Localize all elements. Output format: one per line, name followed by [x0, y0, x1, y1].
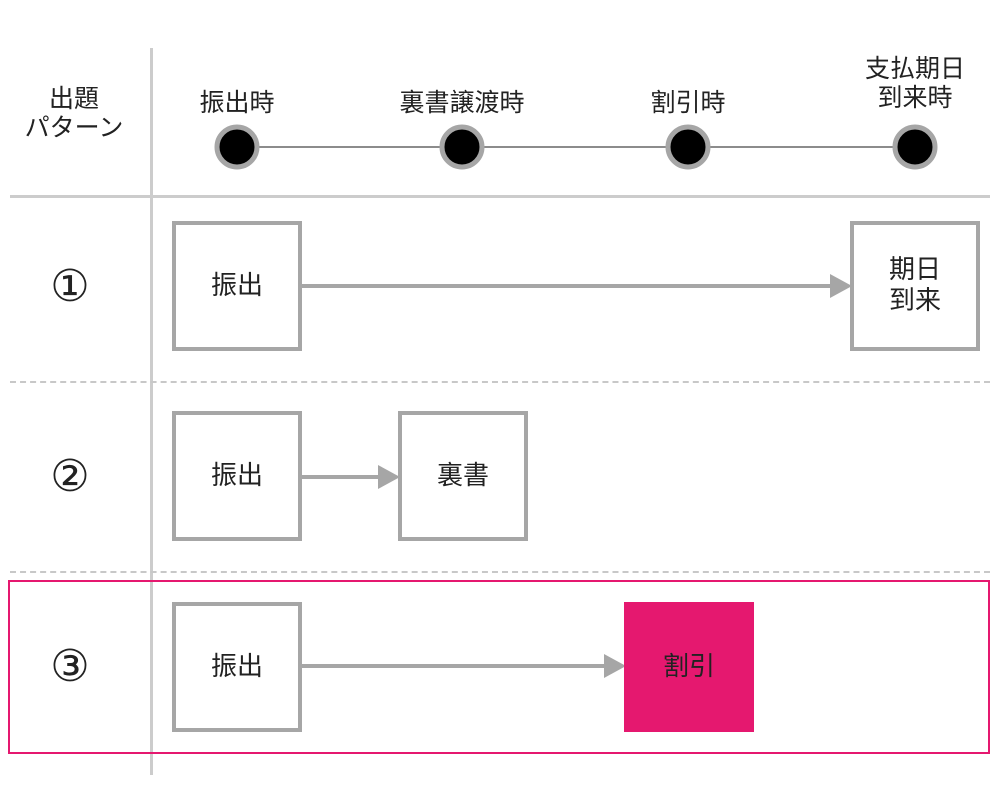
pattern-column-header: 出題 パターン	[24, 84, 124, 142]
row-number-2: ②	[50, 451, 90, 502]
row3-discount-box: 割引	[624, 602, 754, 732]
row2-issue-box: 振出	[172, 411, 302, 541]
timeline-dot-endorsement	[439, 124, 485, 170]
header-divider	[10, 195, 990, 198]
row1-issue-box: 振出	[172, 221, 302, 351]
timeline-dot-discount	[665, 124, 711, 170]
timeline-dot-issue	[214, 124, 260, 170]
row1-maturity-box: 期日 到来	[850, 221, 980, 351]
timeline-label-discount: 割引時	[650, 88, 726, 117]
row-number-3: ③	[50, 641, 90, 692]
arrow-row3-head	[604, 654, 626, 678]
timeline-label-issue: 振出時	[199, 88, 275, 117]
row2-endorsement-box: 裏書	[398, 411, 528, 541]
row3-issue-box: 振出	[172, 602, 302, 732]
row-divider-2	[10, 571, 990, 573]
row-divider-1	[10, 381, 990, 383]
row-number-1: ①	[50, 261, 90, 312]
timeline-label-endorsement: 裏書譲渡時	[399, 88, 525, 117]
column-divider	[150, 48, 153, 775]
arrow-row1-head	[830, 274, 852, 298]
timeline-label-maturity: 支払期日 到来時	[864, 54, 965, 112]
arrow-row2-head	[378, 465, 400, 489]
timeline-dot-maturity	[892, 124, 938, 170]
row3-highlight-frame	[8, 580, 990, 754]
